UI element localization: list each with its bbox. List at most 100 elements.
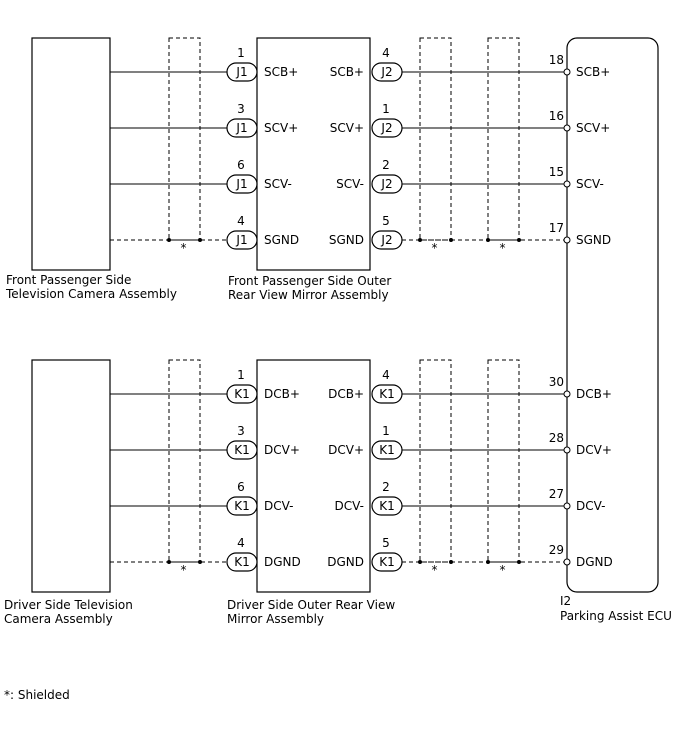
driver-camera-label: Driver Side Television Camera Assembly bbox=[4, 598, 137, 626]
signal-in-label: SCV+ bbox=[264, 121, 298, 135]
driver-mirror-label-line: Driver Side Outer Rear View bbox=[227, 598, 395, 612]
shield-drain-dot bbox=[486, 238, 490, 242]
ecu-signal-label: SCV+ bbox=[576, 121, 610, 135]
pin-in-number: 3 bbox=[237, 424, 245, 438]
ecu-pin-number: 27 bbox=[549, 487, 564, 501]
shield-box bbox=[487, 37, 520, 241]
ecu-pin-number: 28 bbox=[549, 431, 564, 445]
ecu-pin-terminal bbox=[563, 236, 571, 244]
front-mirror-label-line: Front Passenger Side Outer bbox=[228, 274, 391, 288]
shield-drain-dot bbox=[167, 560, 171, 564]
driver-mirror-box bbox=[256, 359, 371, 593]
shield-box bbox=[168, 37, 201, 241]
driver-camera-box bbox=[31, 359, 111, 593]
ecu-name: Parking Assist ECU bbox=[560, 609, 672, 623]
connector-out-code: J2 bbox=[380, 233, 392, 247]
connector-in-code: J1 bbox=[235, 233, 247, 247]
ecu-pin-terminal bbox=[563, 180, 571, 188]
shield-box bbox=[168, 359, 201, 563]
shield-mark: * bbox=[432, 241, 438, 255]
signal-in-label: DGND bbox=[264, 555, 301, 569]
ecu-signal-label: SCB+ bbox=[576, 65, 610, 79]
connector-out bbox=[371, 118, 403, 138]
front-mirror-box bbox=[256, 37, 371, 271]
connector-out bbox=[371, 62, 403, 82]
ecu-signal-label: DCV+ bbox=[576, 443, 612, 457]
connector-out-code: J2 bbox=[380, 177, 392, 191]
pin-out-number: 2 bbox=[382, 158, 390, 172]
shield-drain-dot bbox=[517, 560, 521, 564]
driver-camera-label-line: Camera Assembly bbox=[4, 612, 113, 626]
connector-out-code: K1 bbox=[379, 499, 395, 513]
front-camera-label-line: Front Passenger Side bbox=[6, 273, 131, 287]
signal-in-label: DCB+ bbox=[264, 387, 300, 401]
signal-in-label: SCB+ bbox=[264, 65, 298, 79]
shield-drain-dot bbox=[517, 238, 521, 242]
shield-drain-dot bbox=[418, 560, 422, 564]
connector-in bbox=[226, 174, 258, 194]
shield-drain-dot bbox=[418, 238, 422, 242]
pin-out-number: 2 bbox=[382, 480, 390, 494]
shield-drain-dot bbox=[449, 560, 453, 564]
connector-in bbox=[226, 496, 258, 516]
connector-in bbox=[226, 62, 258, 82]
shield-box bbox=[487, 359, 520, 563]
connector-out-code: K1 bbox=[379, 555, 395, 569]
shield-mark: * bbox=[181, 241, 187, 255]
connector-in-code: K1 bbox=[234, 443, 250, 457]
shield-legend: *: Shielded bbox=[4, 688, 70, 702]
connector-out-code: J2 bbox=[380, 65, 392, 79]
signal-out-label: SCV+ bbox=[330, 121, 364, 135]
front-camera-label: Front Passenger Side Television Camera A… bbox=[5, 273, 177, 301]
connector-in-code: K1 bbox=[234, 387, 250, 401]
pin-out-number: 1 bbox=[382, 424, 390, 438]
front-camera-label-line: Television Camera Assembly bbox=[5, 287, 177, 301]
pin-out-number: 5 bbox=[382, 536, 390, 550]
ecu-signal-label: DCB+ bbox=[576, 387, 612, 401]
signal-in-label: SGND bbox=[264, 233, 299, 247]
ecu-pin-number: 15 bbox=[549, 165, 564, 179]
pin-out-number: 5 bbox=[382, 214, 390, 228]
signal-out-label: SCB+ bbox=[330, 65, 364, 79]
ecu-pin-number: 29 bbox=[549, 543, 564, 557]
connector-in bbox=[226, 552, 258, 572]
ecu-pin-terminal bbox=[563, 446, 571, 454]
driver-mirror-label: Driver Side Outer Rear View Mirror Assem… bbox=[227, 598, 399, 626]
shield-drain-dot bbox=[449, 238, 453, 242]
shield-mark: * bbox=[432, 563, 438, 577]
ecu-pin-terminal bbox=[563, 502, 571, 510]
pin-out-number: 1 bbox=[382, 102, 390, 116]
shield-drain-dot bbox=[486, 560, 490, 564]
connector-out bbox=[371, 440, 403, 460]
ecu-pin-terminal bbox=[563, 68, 571, 76]
ecu-pin-number: 30 bbox=[549, 375, 564, 389]
driver-camera-label-line: Driver Side Television bbox=[4, 598, 133, 612]
signal-out-label: SCV- bbox=[336, 177, 364, 191]
ecu-pin-terminal bbox=[563, 558, 571, 566]
ecu-signal-label: DGND bbox=[576, 555, 613, 569]
ecu-pin-number: 16 bbox=[549, 109, 564, 123]
signal-in-label: DCV- bbox=[264, 499, 293, 513]
connector-out bbox=[371, 230, 403, 250]
ecu-signal-label: SGND bbox=[576, 233, 611, 247]
ecu-pin-number: 18 bbox=[549, 53, 564, 67]
shield-box bbox=[419, 359, 452, 563]
signal-in-label: SCV- bbox=[264, 177, 292, 191]
shield-mark: * bbox=[500, 241, 506, 255]
connector-out bbox=[371, 384, 403, 404]
signal-in-label: DCV+ bbox=[264, 443, 300, 457]
shield-mark: * bbox=[181, 563, 187, 577]
pin-in-number: 6 bbox=[237, 158, 245, 172]
connector-in-code: K1 bbox=[234, 499, 250, 513]
connector-out-code: J2 bbox=[380, 121, 392, 135]
signal-out-label: DCV- bbox=[335, 499, 364, 513]
connector-in bbox=[226, 230, 258, 250]
front-camera-box bbox=[31, 37, 111, 271]
ecu-signal-label: SCV- bbox=[576, 177, 604, 191]
connector-out-code: K1 bbox=[379, 443, 395, 457]
pin-in-number: 4 bbox=[237, 214, 245, 228]
pin-in-number: 4 bbox=[237, 536, 245, 550]
shield-drain-dot bbox=[198, 238, 202, 242]
connector-out bbox=[371, 552, 403, 572]
